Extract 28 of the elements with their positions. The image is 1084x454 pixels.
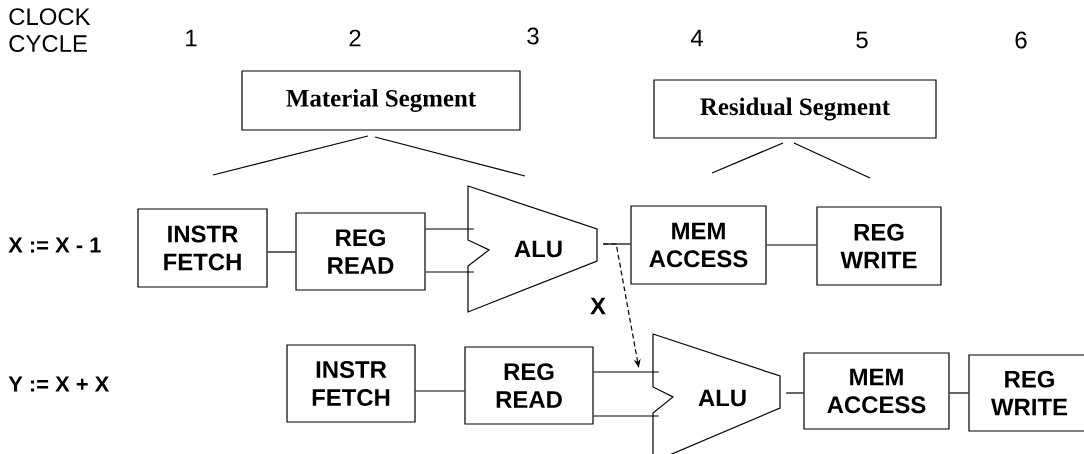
connector-line	[785, 392, 804, 394]
stage-box: MEM ACCESS	[803, 352, 950, 430]
cycle-number: 1	[186, 29, 197, 47]
connector-line	[766, 244, 817, 246]
cycle-number: 2	[349, 29, 361, 47]
cycle-number: 4	[690, 29, 703, 47]
stage-box: REG READ	[464, 346, 594, 425]
cycle-number: 5	[856, 31, 868, 49]
stage-box: REG READ	[295, 212, 426, 291]
connector-line	[425, 228, 475, 230]
row-label: X := X - 1	[8, 237, 101, 253]
stage-box: INSTR FETCH	[137, 208, 268, 288]
stage-box: INSTR FETCH	[286, 344, 416, 423]
connector-line	[425, 271, 475, 273]
segment-box: Material Segment	[241, 70, 521, 131]
connector-line	[267, 251, 296, 253]
axis-title: CLOCK CYCLE	[9, 8, 91, 52]
segment-box: Residual Segment	[653, 79, 937, 139]
connector-line	[593, 371, 660, 373]
cycle-number: 3	[527, 27, 539, 45]
connector-line	[593, 415, 660, 417]
stage-box: MEM ACCESS	[630, 205, 767, 285]
cycle-number: 6	[1015, 31, 1027, 49]
connector-line	[415, 390, 465, 392]
row-label: Y := X + X	[8, 376, 110, 392]
stage-box: REG WRITE	[968, 354, 1084, 432]
stage-box: REG WRITE	[816, 206, 942, 286]
connector-line	[949, 392, 969, 394]
